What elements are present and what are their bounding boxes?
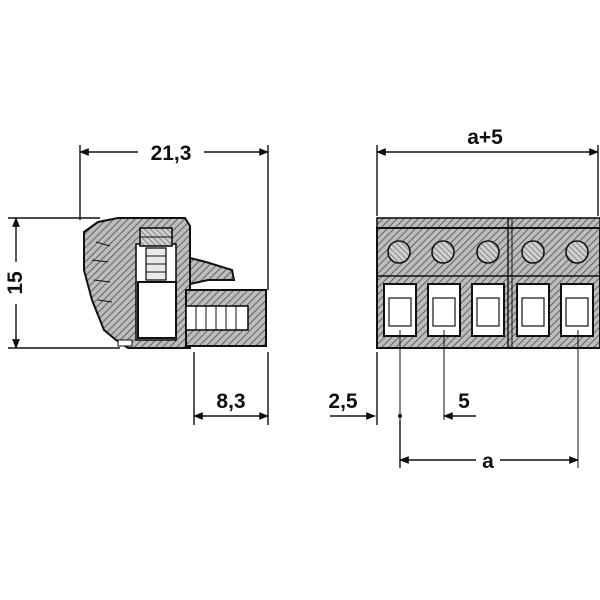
dim-pitch: 5 (458, 390, 470, 413)
screw-head-5 (565, 240, 589, 264)
dim-span: a (482, 450, 494, 473)
screw-head-2 (431, 240, 455, 264)
dim-side-width: 21,3 (151, 142, 192, 165)
screw-head-1 (387, 240, 411, 264)
front-view: a+5 2,5 5 a (328, 122, 600, 474)
dim-plug-depth: 8,3 (216, 390, 245, 413)
wire-channel (185, 305, 249, 331)
side-latch (189, 256, 236, 286)
front-top-rail (376, 217, 600, 229)
wire-openings (383, 283, 594, 337)
dim-height: 15 (4, 271, 27, 295)
dim-total-width: a+5 (467, 126, 503, 149)
screw-head-4 (521, 240, 545, 264)
screw-row (387, 240, 589, 264)
clamp-block (137, 281, 177, 339)
dim-edge-offset: 2,5 (328, 390, 358, 413)
screw-head-3 (476, 240, 500, 264)
side-view: 21,3 15 8,3 (2, 138, 269, 425)
